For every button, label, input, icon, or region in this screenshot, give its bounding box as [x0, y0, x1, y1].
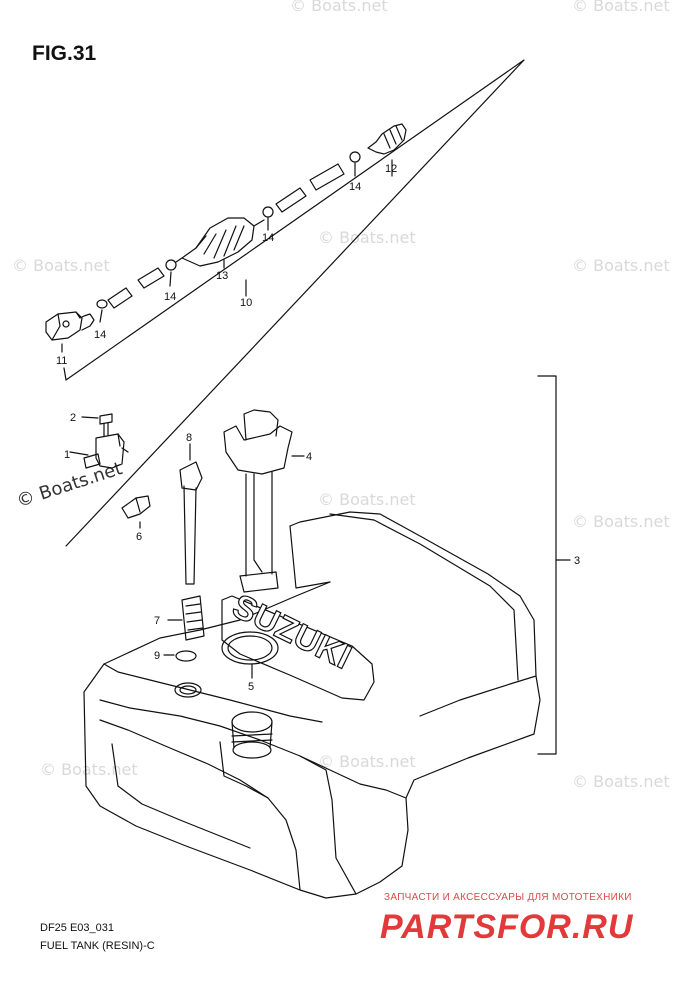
gasket-5	[221, 631, 279, 665]
clamp-14-b	[165, 259, 177, 271]
callout-label: 9	[154, 650, 160, 662]
o-ring-9	[175, 650, 197, 662]
diagram-subtitle: FUEL TANK (RESIN)-C	[40, 940, 155, 952]
bolt-2-drawing	[99, 413, 113, 437]
hose-section	[107, 287, 133, 309]
hose-assembly-outline	[63, 59, 525, 547]
watermark: © Boats.net	[572, 772, 670, 791]
callout-label: 11	[56, 355, 67, 367]
diagram-code: DF25 E03_031	[40, 922, 114, 934]
strainer-7-drawing	[181, 595, 205, 641]
callout-label: 13	[216, 270, 228, 282]
watermark: © Boats.net	[318, 490, 416, 509]
callout-label: 2	[70, 412, 76, 424]
callout-label: 14	[262, 232, 274, 244]
figure-title: FIG.31	[32, 42, 97, 65]
fitting-1-drawing	[83, 433, 129, 469]
callout-label: 7	[154, 615, 160, 627]
shop-logo: PARTSFOR.RU	[380, 908, 634, 946]
callout-label: 5	[248, 681, 254, 693]
watermark: © Boats.net	[290, 0, 388, 15]
callout-label: 12	[385, 163, 397, 175]
callout-label: 4	[306, 451, 312, 463]
callout-label: 10	[240, 297, 252, 309]
watermark: © Boats.net	[318, 228, 416, 247]
callout-label: 14	[349, 181, 361, 193]
watermark: © Boats.net	[318, 752, 416, 771]
connector-12-drawing	[367, 123, 407, 155]
watermark: © Boats.net	[572, 512, 670, 531]
callout-label: 14	[94, 329, 106, 341]
primer-bulb-13-drawing	[175, 217, 265, 267]
connector-11-drawing	[45, 311, 95, 341]
pickup-tube-8-drawing	[179, 461, 203, 585]
hose-section	[137, 267, 165, 289]
watermark: © Boats.net	[40, 760, 138, 779]
callout-label: 1	[64, 449, 70, 461]
fuel-gauge-4-drawing	[223, 409, 293, 593]
watermark: © Boats.net	[572, 256, 670, 275]
clamp-14-a	[96, 299, 108, 309]
clamp-14-d	[349, 151, 361, 163]
fuel-tank-3-drawing	[83, 511, 541, 899]
callout-label: 6	[136, 531, 142, 543]
hose-section	[309, 163, 345, 191]
callout-label: 3	[574, 555, 580, 567]
watermark: © Boats.net	[12, 256, 110, 275]
callout-label: 14	[164, 291, 176, 303]
hose-section	[275, 187, 307, 213]
callout-label: 8	[186, 432, 192, 444]
connector-6-drawing	[121, 495, 151, 519]
shop-tagline: ЗАПЧАСТИ И АКСЕССУАРЫ ДЛЯ МОТОТЕХНИКИ	[384, 892, 632, 903]
tank-bracket-3	[537, 375, 557, 755]
clamp-14-c	[262, 206, 274, 218]
watermark: © Boats.net	[572, 0, 670, 15]
